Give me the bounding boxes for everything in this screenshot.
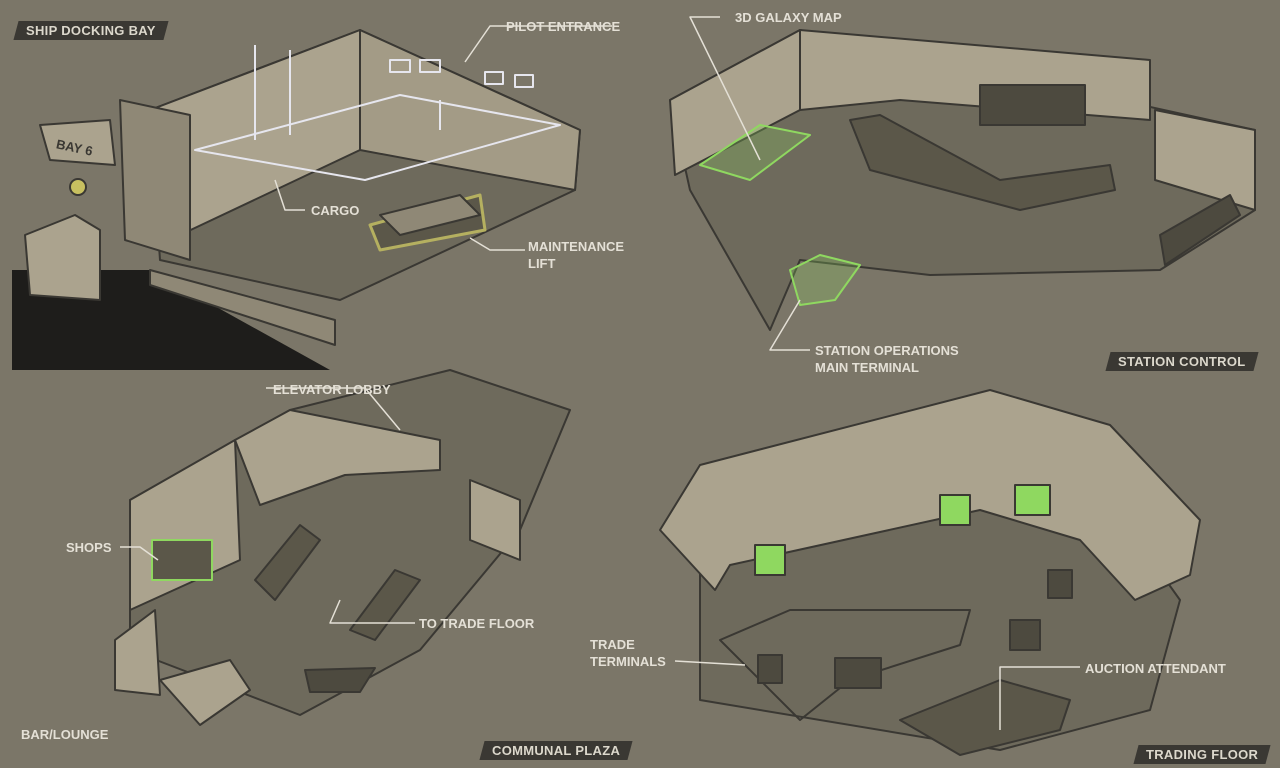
title-text: TRADING FLOOR <box>1146 747 1259 762</box>
label-elevator-lobby: ELEVATOR LOBBY <box>273 382 391 397</box>
trading-floor-drawing <box>659 389 1201 756</box>
station-control-drawing <box>669 29 1256 331</box>
section-title-trading-floor: TRADING FLOOR <box>1133 745 1271 764</box>
label-leader-lines <box>120 16 1080 730</box>
title-text: COMMUNAL PLAZA <box>492 743 621 758</box>
section-title-station-control: STATION CONTROL <box>1105 352 1259 371</box>
title-text: STATION CONTROL <box>1118 354 1246 369</box>
label-trade-terminals: TRADE TERMINALS <box>590 637 666 669</box>
docking-bay-drawing <box>12 29 581 370</box>
section-title-communal-plaza: COMMUNAL PLAZA <box>479 741 633 760</box>
label-bar-lounge: BAR/LOUNGE <box>21 727 109 742</box>
label-maintenance-lift: MAINTENANCE LIFT <box>528 239 625 271</box>
label-pilot-entrance: PILOT ENTRANCE <box>506 19 621 34</box>
label-galaxy-map: 3D GALAXY MAP <box>735 10 842 25</box>
label-auction-attendant: AUCTION ATTENDANT <box>1085 661 1226 676</box>
label-shops: SHOPS <box>66 540 112 555</box>
title-text: SHIP DOCKING BAY <box>26 23 156 38</box>
label-cargo: CARGO <box>311 203 360 218</box>
label-to-trade-floor: TO TRADE FLOOR <box>419 616 535 631</box>
section-title-docking-bay: SHIP DOCKING BAY <box>13 21 169 40</box>
label-operations-terminal: STATION OPERATIONS MAIN TERMINAL <box>815 343 959 375</box>
communal-plaza-drawing <box>114 369 571 726</box>
